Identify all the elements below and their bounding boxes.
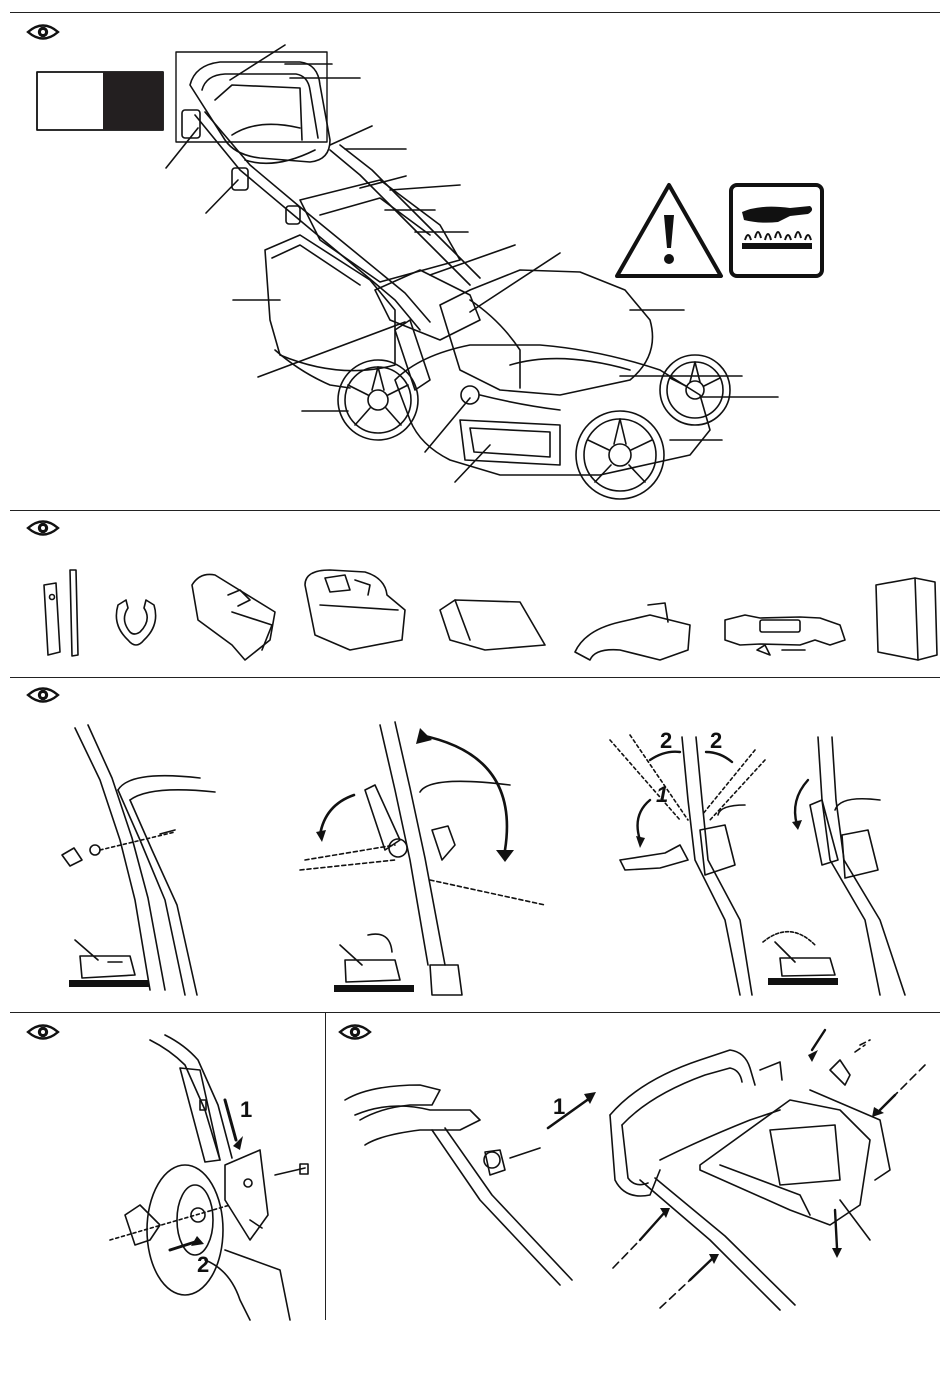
step-label: 1 [656,782,668,807]
step-label: 1 [240,1097,252,1122]
step-label: 2 [660,728,672,753]
step-label: 2 [710,728,722,753]
divider-3 [10,1012,940,1013]
grassbox-assembly-diagram: 1 [327,1014,950,1320]
handle-adjustment-diagram: 2 2 1 [0,679,950,1010]
divider-vertical [325,1013,326,1320]
step-label: 2 [197,1252,209,1277]
divider-1 [10,510,940,511]
step-label: 1 [553,1094,565,1119]
divider-2 [10,677,940,678]
parts-list-diagram [0,512,950,675]
handle-mount-diagram: 1 2 [0,1014,325,1320]
divider-top [10,12,940,13]
hot-surface-hand-icon [731,185,822,276]
mower-overview-diagram [0,14,950,508]
warning-triangle-icon [617,185,721,276]
